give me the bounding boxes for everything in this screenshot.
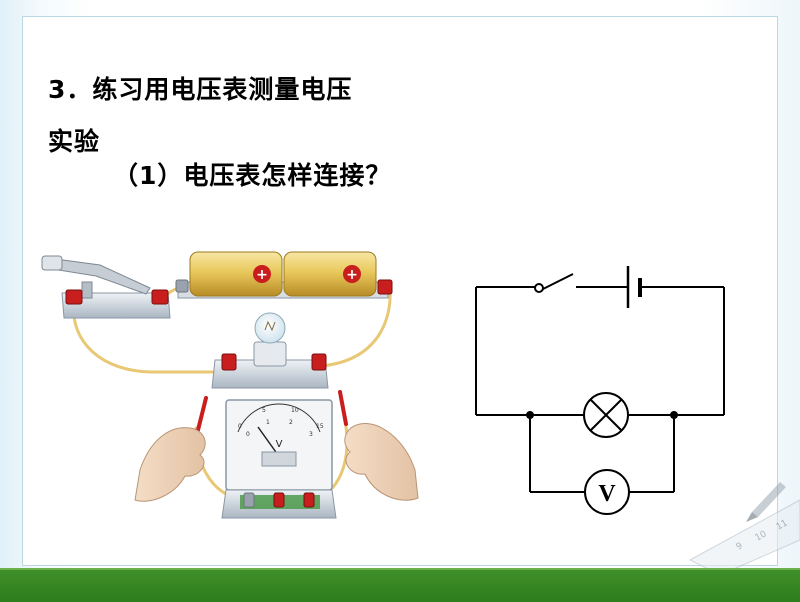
ruler-decoration: 9 10 11 [688, 482, 800, 576]
right-hand [338, 390, 419, 501]
ruler-mark: 11 [775, 518, 790, 532]
meter-terminal-3v [273, 492, 285, 508]
switch-terminal-left [65, 289, 83, 305]
scale-bottom-label: 3 [309, 431, 313, 438]
left-hand [134, 396, 208, 502]
battery-terminal-left [175, 279, 189, 293]
left-probe [196, 396, 208, 432]
wire-battery-to-bulb [320, 286, 392, 368]
battery-terminal-right [377, 279, 393, 295]
pen-tip-icon [746, 512, 758, 522]
heading-line-1: 3．练习用电压表测量电压 [48, 75, 353, 104]
svg-text:+: + [256, 267, 268, 283]
lamp-cross-b [589, 398, 623, 432]
ruler-mark: 9 [735, 541, 745, 553]
switch-pivot [81, 281, 93, 299]
apparatus-illustration: + + V 0 5 10 15 0 1 2 [41, 251, 419, 519]
voltmeter-label: V [598, 481, 616, 507]
knife-switch [41, 255, 171, 319]
switch-lever [542, 273, 574, 290]
right-hand-shape [344, 423, 419, 501]
lamp-holder [211, 312, 329, 389]
circuit-diagram [475, 266, 725, 515]
meter-scale-arc [237, 403, 321, 433]
scale-top-label: 0 [238, 423, 242, 430]
meter-terminal-negative [243, 492, 255, 508]
voltmeter-device: V 0 5 10 15 0 1 2 3 [221, 399, 337, 519]
question-text: （1）电压表怎样连接？ [113, 161, 392, 190]
lamp-base [211, 359, 329, 389]
scale-bottom-label: 2 [289, 419, 293, 426]
battery-cell-2 [283, 251, 377, 297]
bottom-bar [0, 568, 800, 602]
bulb-filament [264, 320, 276, 332]
scale-bottom-label: 1 [266, 419, 270, 426]
switch-base [61, 292, 171, 319]
scale-top-label: 10 [291, 407, 299, 414]
meter-window [261, 451, 297, 467]
battery-plus-icon [253, 265, 271, 283]
ruler-icon [688, 499, 800, 576]
scale-top-label: 5 [262, 407, 266, 414]
meter-symbol: V [276, 439, 283, 450]
left-hand-shape [134, 427, 206, 502]
switch-contact-icon [534, 283, 544, 293]
battery-plus-icon [343, 265, 361, 283]
meter-needle [257, 426, 279, 456]
right-probe [338, 390, 348, 426]
scale-top-label: 15 [316, 423, 324, 430]
battery-cell-1 [189, 251, 283, 297]
battery-pack: + + [175, 251, 393, 299]
ruler-mark: 10 [754, 529, 769, 543]
bulb-icon [254, 312, 286, 344]
lamp-terminal-left [221, 353, 237, 371]
pen-icon [752, 482, 786, 517]
meter-terminal-15v [303, 492, 315, 508]
heading-line-2: 实验 [48, 127, 101, 156]
switch-terminal-right [151, 289, 169, 305]
lamp-terminal-right [311, 353, 327, 371]
lamp-socket [253, 341, 287, 367]
switch-handle [41, 255, 63, 271]
svg-text:+: + [346, 267, 358, 283]
scale-bottom-label: 0 [246, 431, 250, 438]
